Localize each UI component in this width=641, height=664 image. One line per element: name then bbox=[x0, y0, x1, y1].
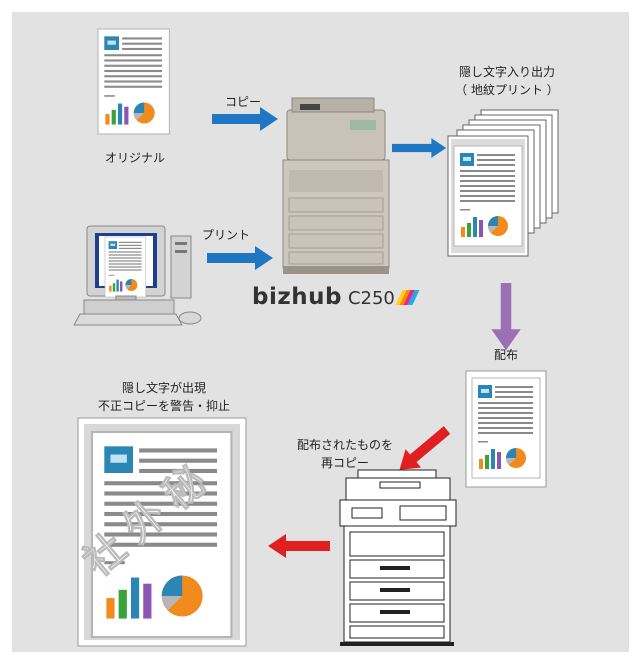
printer-icon bbox=[282, 97, 390, 274]
label-recopy-line1: 配布されたものを bbox=[296, 438, 393, 452]
label-recopy-line2: 再コピー bbox=[320, 456, 369, 470]
original-document-icon bbox=[97, 28, 170, 135]
distributed-document bbox=[465, 370, 547, 488]
label-result-line2: 不正コピーを警告・抑止 bbox=[97, 399, 230, 413]
label-output-line2: （ 地紋プリント ） bbox=[455, 83, 559, 97]
result-document: 社外秘 bbox=[75, 417, 247, 647]
label-distribution: 配布 bbox=[493, 348, 518, 362]
label-original: オリジナル bbox=[104, 151, 165, 165]
brand-model: C250 bbox=[347, 288, 395, 309]
computer-icon bbox=[73, 225, 202, 326]
label-result-line1: 隠し文字が出現 bbox=[121, 381, 206, 395]
label-copy: コピー bbox=[224, 95, 261, 109]
brand-name: bizhub bbox=[252, 284, 342, 310]
copier-icon bbox=[339, 469, 457, 646]
output-document-stack bbox=[447, 109, 559, 257]
label-print: プリント bbox=[201, 228, 250, 242]
label-output-line1: 隠し文字入り出力 bbox=[458, 65, 555, 79]
